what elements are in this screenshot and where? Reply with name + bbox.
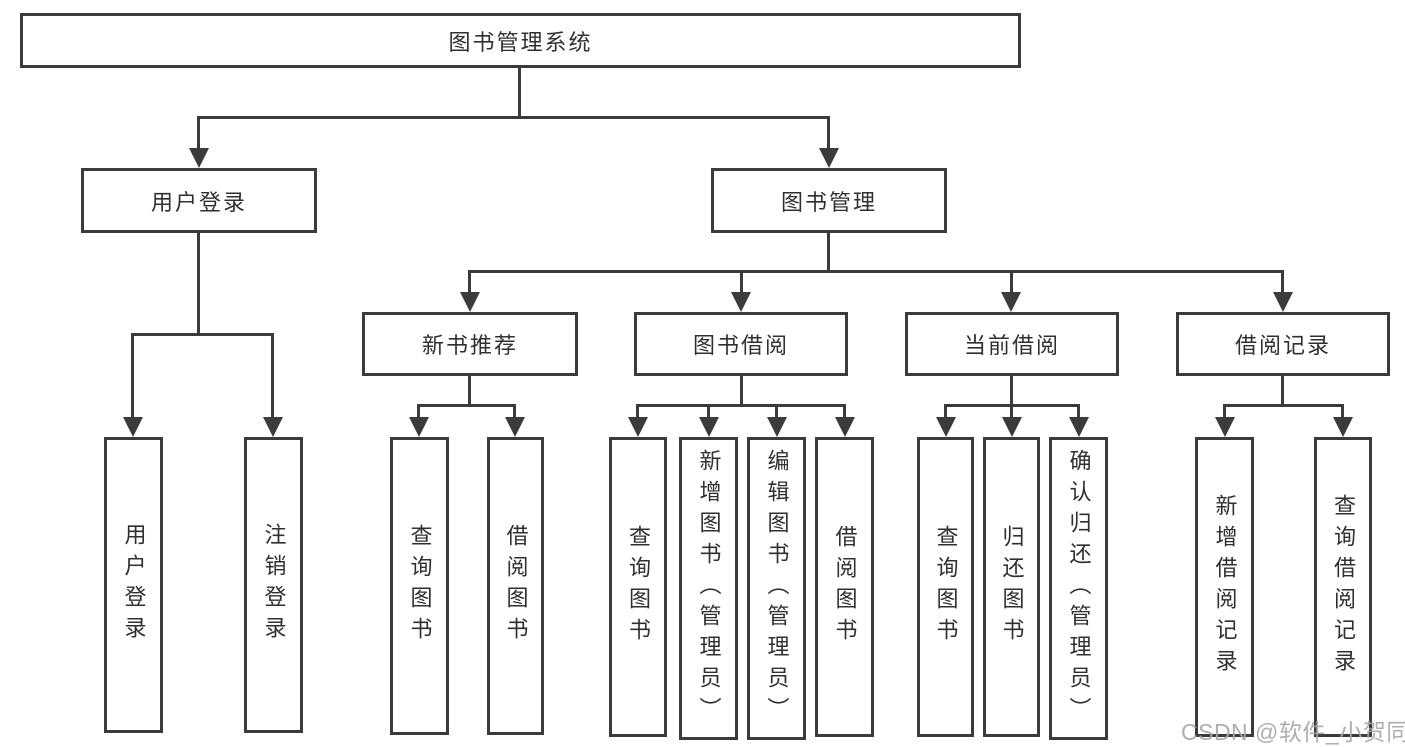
csdn-watermark: CSDN @软件_小贺同学 (1181, 719, 1405, 745)
leaf-cb-query-books: 查询图书 (917, 437, 974, 737)
edge-stem (944, 404, 947, 420)
leaf-bb-borrow-books: 借阅图书 (815, 437, 874, 737)
edge-book-borrow-hline (636, 404, 846, 407)
node-user-login: 用户登录 (81, 168, 317, 233)
node-library-management-system: 图书管理系统 (20, 13, 1021, 68)
leaf-cb-confirm-return-admin: 确认归还（管理员） (1049, 437, 1108, 740)
arrowhead-down-icon (1333, 417, 1353, 437)
leaf-label: 借阅图书 (503, 524, 529, 648)
leaf-bb-add-books-admin: 新增图书（管理员） (679, 437, 738, 740)
node-new-book-recommend: 新书推荐 (362, 312, 578, 376)
leaf-label: 归还图书 (999, 525, 1025, 649)
edge-stem (636, 404, 639, 420)
arrowhead-down-icon (767, 417, 787, 437)
arrowhead-down-icon (409, 417, 429, 437)
node-label: 新书推荐 (421, 333, 518, 358)
edge-to-leaf-user-login-stem (131, 333, 134, 419)
arrowhead-down-icon (819, 148, 839, 168)
node-label: 用户登录 (150, 189, 247, 215)
arrowhead-down-icon (460, 292, 480, 312)
edge-new-book-hline (417, 404, 516, 407)
leaf-label: 确认归还（管理员） (1066, 449, 1092, 728)
edge-stem (513, 404, 516, 420)
leaf-label: 借阅图书 (832, 525, 858, 649)
edge-stem (707, 404, 710, 420)
node-label: 图书管理系统 (448, 29, 593, 55)
node-borrow-records: 借阅记录 (1176, 312, 1390, 376)
arrowhead-down-icon (1069, 417, 1089, 437)
edge-borrow-records-vline (1281, 376, 1284, 407)
node-label: 借阅记录 (1234, 333, 1331, 358)
arrowhead-down-icon (505, 417, 525, 437)
leaf-user-login: 用户登录 (104, 437, 163, 733)
edge-stem (1223, 404, 1226, 420)
leaf-label: 新增借阅记录 (1212, 494, 1238, 680)
arrowhead-down-icon (189, 148, 209, 168)
leaf-label: 查询图书 (626, 525, 651, 649)
edge-book-borrow-vline (740, 376, 743, 407)
leaf-label: 用户登录 (121, 523, 147, 647)
edge-to-user-login-stem (197, 116, 200, 150)
edge-new-book-vline (468, 376, 471, 407)
edge-user-login-hline (131, 333, 274, 336)
edge-to-book-borrow-stem (740, 270, 743, 295)
arrowhead-down-icon (628, 417, 648, 437)
node-current-borrow: 当前借阅 (905, 312, 1119, 376)
edge-stem (1010, 404, 1013, 420)
node-label: 图书借阅 (692, 333, 789, 358)
node-label: 图书管理 (780, 189, 877, 215)
arrowhead-down-icon (1002, 417, 1022, 437)
node-label: 当前借阅 (963, 333, 1060, 358)
arrowhead-down-icon (1001, 292, 1021, 312)
edge-stem (775, 404, 778, 420)
arrowhead-down-icon (731, 292, 751, 312)
edge-level3-hline (468, 270, 1284, 273)
arrowhead-down-icon (1273, 292, 1293, 312)
arrowhead-down-icon (699, 417, 719, 437)
leaf-bb-edit-books-admin: 编辑图书（管理员） (747, 437, 806, 740)
leaf-nb-query-books: 查询图书 (390, 437, 449, 735)
edge-to-current-borrow-stem (1010, 270, 1013, 295)
edge-to-book-management-stem (827, 116, 830, 150)
leaf-label: 查询图书 (407, 524, 433, 648)
node-book-borrow: 图书借阅 (634, 312, 848, 376)
edge-stem (417, 404, 420, 420)
leaf-label: 注销登录 (261, 523, 287, 647)
leaf-label: 查询借阅记录 (1331, 494, 1356, 680)
leaf-logout: 注销登录 (244, 437, 303, 733)
arrowhead-down-icon (123, 417, 143, 437)
edge-current-borrow-vline (1010, 376, 1013, 407)
leaf-label: 新增图书（管理员） (696, 449, 722, 728)
edge-to-borrow-records-stem (1281, 270, 1284, 295)
arrowhead-down-icon (1215, 417, 1235, 437)
edge-root-hline (197, 116, 830, 119)
leaf-label: 查询图书 (933, 525, 959, 649)
leaf-cb-return-books: 归还图书 (983, 437, 1040, 737)
arrowhead-down-icon (936, 417, 956, 437)
edge-stem (1077, 404, 1080, 420)
edge-to-new-book-stem (468, 270, 471, 295)
leaf-br-query-record: 查询借阅记录 (1314, 437, 1372, 737)
edge-book-management-vline (827, 233, 830, 273)
leaf-br-add-record: 新增借阅记录 (1195, 437, 1254, 737)
leaf-bb-query-books: 查询图书 (609, 437, 667, 737)
edge-stem (843, 404, 846, 420)
arrowhead-down-icon (263, 417, 283, 437)
edge-user-login-vline (197, 233, 200, 335)
edge-borrow-records-hline (1223, 404, 1344, 407)
edge-stem (1341, 404, 1344, 420)
arrowhead-down-icon (835, 417, 855, 437)
leaf-nb-borrow-books: 借阅图书 (487, 437, 544, 735)
node-book-management: 图书管理 (711, 168, 947, 233)
edge-to-leaf-logout-stem (271, 333, 274, 419)
edge-root-vline (518, 68, 521, 118)
leaf-label: 编辑图书（管理员） (764, 449, 790, 728)
